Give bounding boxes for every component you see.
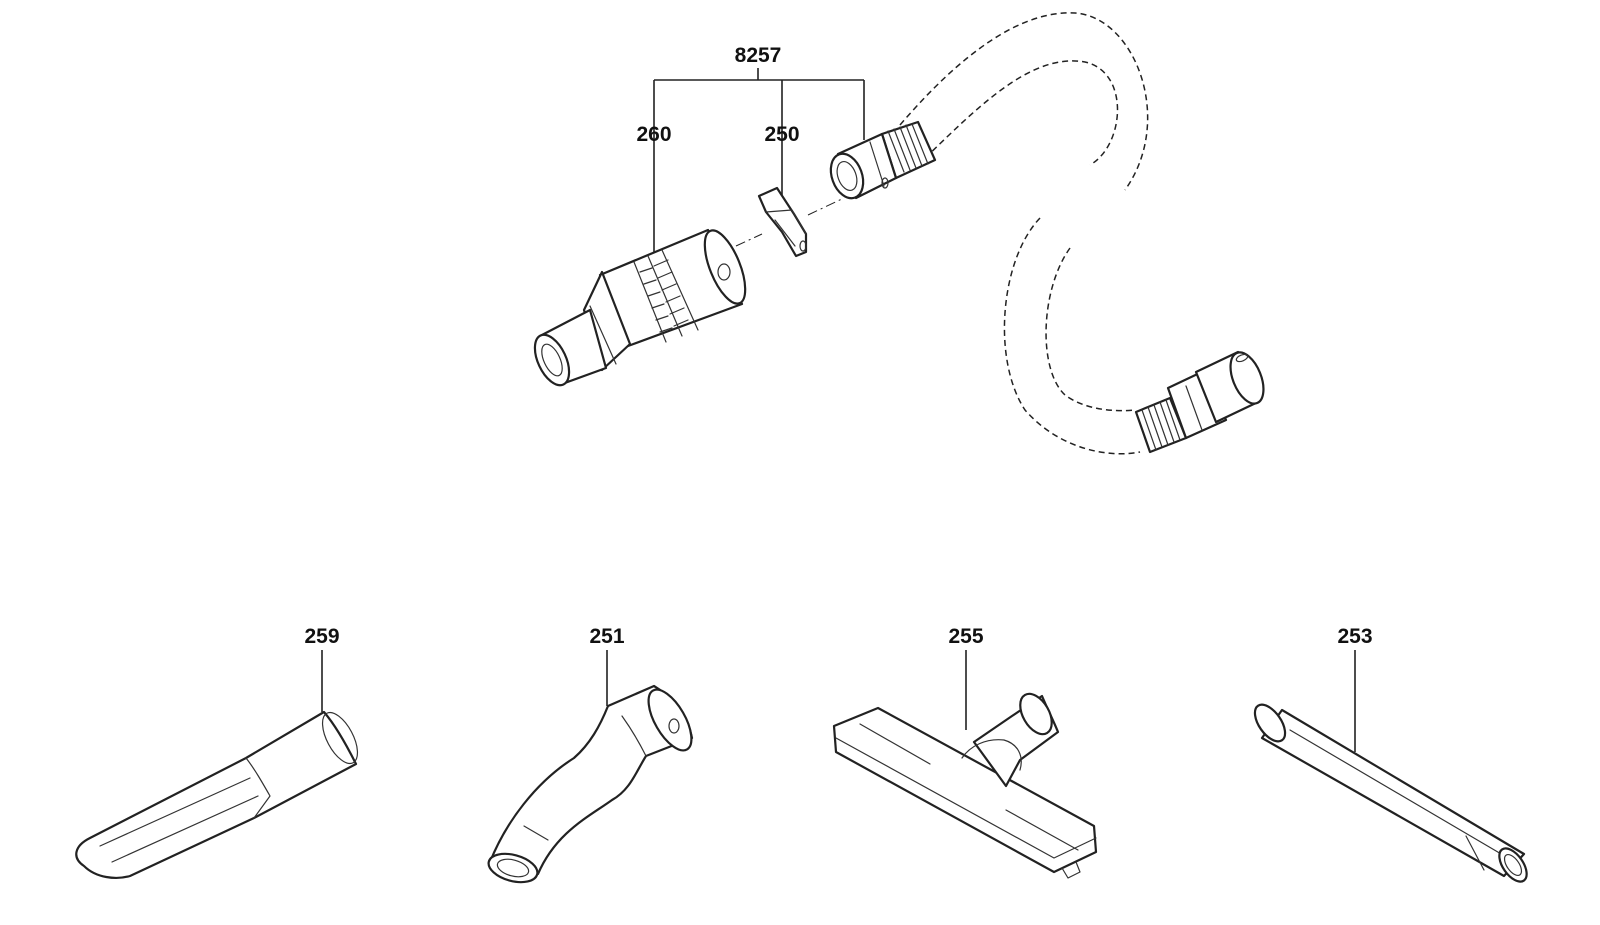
label-260: 260 (636, 123, 671, 146)
nozzle-adapter-part (533, 228, 747, 387)
label-250: 250 (764, 123, 799, 146)
assembly-bracket-8257: 8257 (653, 44, 865, 256)
assembly-axis-line (735, 197, 845, 247)
clip-ring-part (757, 186, 808, 258)
extension-tube-part (1253, 703, 1528, 883)
label-255: 255 (948, 625, 983, 648)
label-251: 251 (589, 625, 624, 648)
label-8257: 8257 (735, 44, 782, 67)
hose-part (829, 12, 1265, 455)
hose-top-cuff (829, 120, 937, 200)
hose-elbow-part (487, 684, 694, 884)
label-253: 253 (1337, 625, 1372, 648)
hose-bottom-cuff (1134, 350, 1265, 454)
floor-nozzle-part (832, 692, 1098, 879)
crevice-tool-part (75, 710, 359, 879)
label-259: 259 (304, 625, 339, 648)
